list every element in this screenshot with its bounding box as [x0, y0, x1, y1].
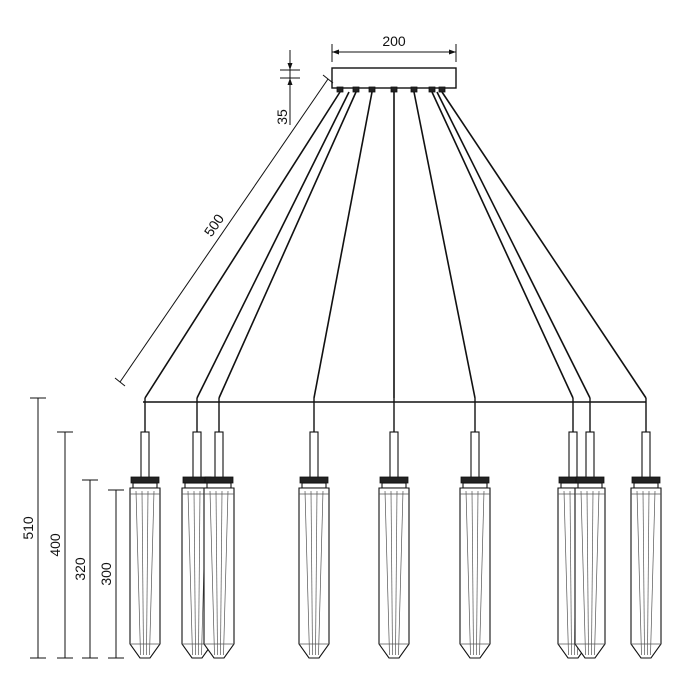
cord-gripper: [352, 86, 360, 93]
suspension-cord: [431, 91, 574, 399]
cord-gripper: [336, 86, 344, 93]
pendant-light: [298, 398, 330, 659]
suspension-cord: [196, 91, 350, 399]
shade-height-dimension: 300: [98, 489, 124, 659]
glass-shade: [574, 487, 606, 659]
pendant-cap: [130, 476, 160, 484]
pendant-sleeve: [568, 431, 578, 479]
glass-shade: [203, 487, 235, 659]
glass-shade: [630, 487, 662, 659]
pendant-cap: [204, 476, 234, 484]
pendant-cap: [379, 476, 409, 484]
pendant-height-medium-dimension: 320: [72, 479, 98, 659]
pendant-sleeve: [585, 431, 595, 479]
cord-gripper: [428, 86, 436, 93]
ceiling-canopy: [331, 67, 457, 93]
glass-shade: [378, 487, 410, 659]
canopy-width-label: 200: [382, 33, 406, 49]
suspension-cord: [441, 91, 647, 399]
suspension-cord: [218, 91, 357, 399]
pendant-light: [574, 398, 606, 659]
suspension-cord: [436, 91, 591, 399]
cord-gripper: [438, 86, 446, 93]
pendant-sleeve: [140, 431, 150, 479]
cable-length-dimension: 500: [114, 74, 334, 387]
canopy-height-dimension: 35: [274, 50, 300, 125]
cord-gripper: [368, 86, 376, 93]
pendant-light: [378, 398, 410, 659]
pendant-sleeve: [309, 431, 319, 479]
cord-gripper: [390, 86, 398, 93]
pendant-height-long-dimension: 400: [47, 431, 73, 659]
pendant-light: [203, 398, 235, 659]
glass-shade: [298, 487, 330, 659]
pendant-light: [129, 398, 161, 659]
shade-height-label: 300: [98, 562, 114, 586]
suspension-cords: [144, 91, 647, 399]
cord-gripper: [410, 86, 418, 93]
pendant-sleeve: [214, 431, 224, 479]
cable-length-label: 500: [201, 211, 228, 239]
suspension-cord: [144, 91, 341, 399]
pendant-cap: [631, 476, 661, 484]
pendant-light: [630, 398, 662, 659]
glass-shade: [129, 487, 161, 659]
pendant-cap: [460, 476, 490, 484]
pendant-lights: [129, 398, 662, 659]
pendant-sleeve: [641, 431, 651, 479]
suspension-cord: [313, 91, 373, 399]
overall-height-dimension: 510: [20, 397, 46, 659]
overall-height-label: 510: [20, 516, 36, 540]
pendant-sleeve: [470, 431, 480, 479]
pendant-sleeve: [192, 431, 202, 479]
glass-shade: [459, 487, 491, 659]
pendant-sleeve: [389, 431, 399, 479]
pendant-height-long-label: 400: [47, 533, 63, 557]
pendant-cap: [575, 476, 605, 484]
suspension-cord: [413, 91, 476, 399]
canopy-height-label: 35: [274, 109, 290, 125]
pendant-height-medium-label: 320: [72, 557, 88, 581]
pendant-light: [459, 398, 491, 659]
pendant-cap: [299, 476, 329, 484]
canopy-width-dimension: 200: [331, 33, 457, 62]
